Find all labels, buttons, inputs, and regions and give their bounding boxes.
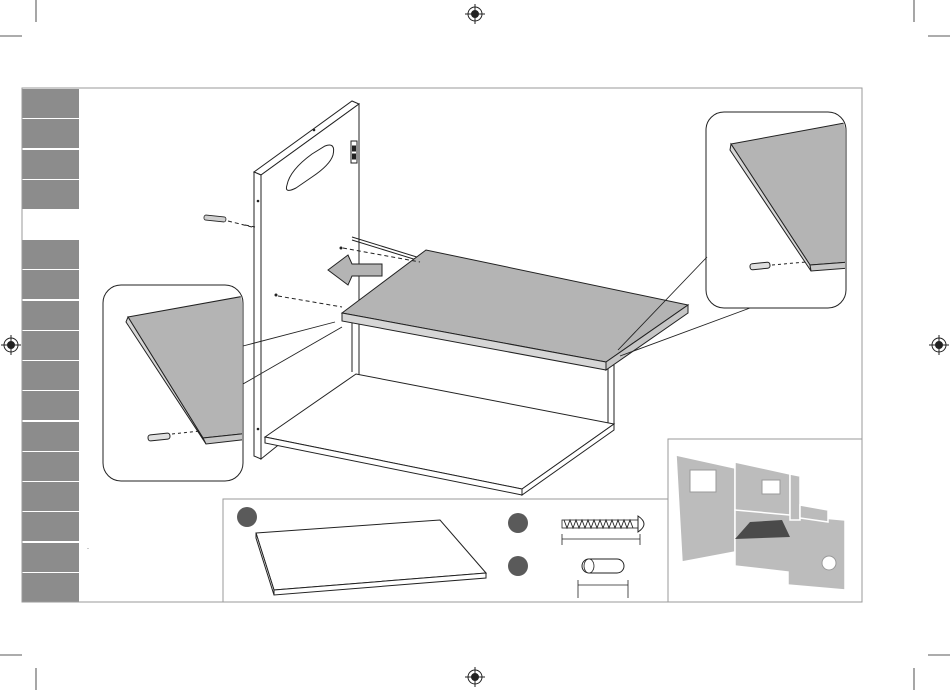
screw-icon xyxy=(204,215,252,227)
overview-thumbnail xyxy=(668,439,862,602)
parts-panel xyxy=(223,499,668,602)
right-detail-callout xyxy=(706,112,850,308)
registration-mark-icon xyxy=(1,335,21,355)
part-badge-icon xyxy=(508,513,528,533)
registration-mark-icon xyxy=(929,335,949,355)
left-detail-callout xyxy=(103,285,250,481)
stray-mark: - xyxy=(87,546,89,552)
shelf-board xyxy=(342,250,688,370)
part-badge-icon xyxy=(237,507,257,527)
registration-mark-icon xyxy=(465,667,485,687)
registration-mark-icon xyxy=(465,4,485,24)
part-badge-icon xyxy=(508,556,528,576)
